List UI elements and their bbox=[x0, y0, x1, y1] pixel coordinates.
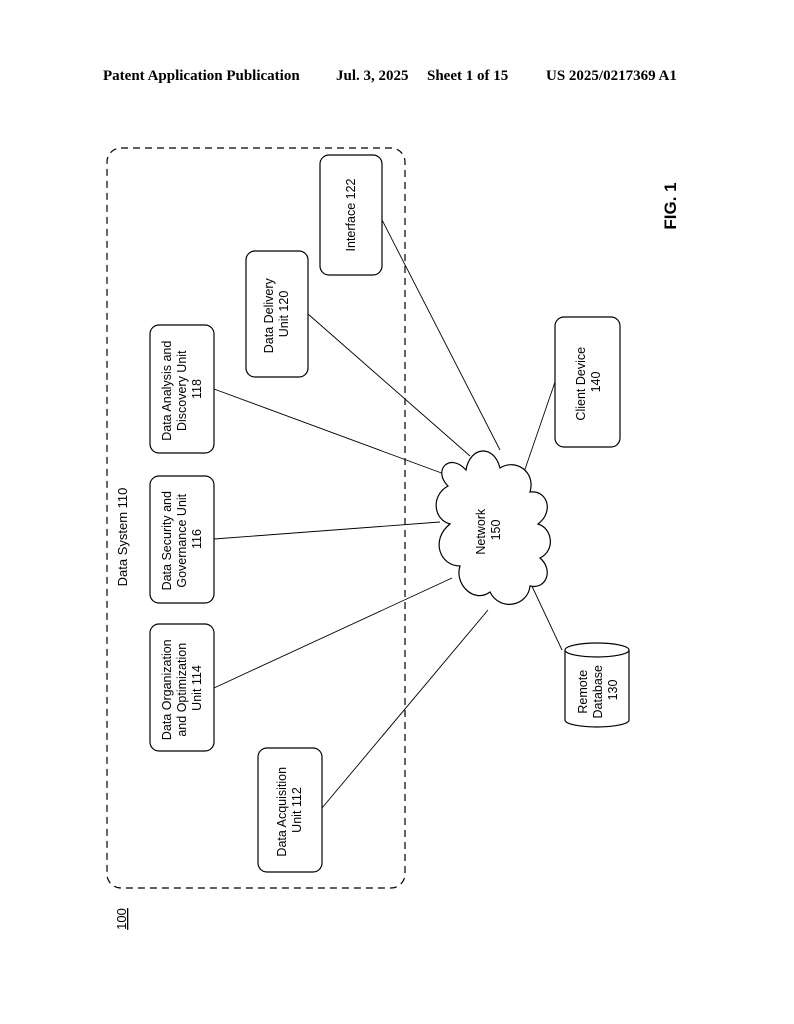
unit-organization-line-3: Unit 114 bbox=[190, 665, 204, 711]
database-line-2: Database bbox=[591, 665, 605, 719]
unit-security-line-2: Governance Unit bbox=[175, 493, 189, 587]
unit-delivery-line-1: Data Delivery bbox=[262, 277, 276, 353]
unit-organization-line-1: Data Organization bbox=[160, 639, 174, 740]
unit-organization: Data Organization and Optimization Unit … bbox=[149, 623, 215, 752]
unit-analysis: Data Analysis and Discovery Unit 118 bbox=[149, 324, 215, 454]
svg-text:Data Analysis and Discov: Data Analysis and Discovery Unit 118 bbox=[160, 337, 204, 441]
unit-security: Data Security and Governance Unit 116 bbox=[149, 475, 215, 604]
svg-text:Interface 122: Interface 122 bbox=[344, 178, 358, 251]
database-line-3: 130 bbox=[606, 680, 620, 701]
patent-header: Patent Application Publication Jul. 3, 2… bbox=[0, 68, 794, 88]
network-cloud: Network 150 bbox=[435, 450, 551, 605]
connector-delivery bbox=[307, 313, 471, 457]
svg-text:Network 150: Network 150 bbox=[474, 505, 503, 554]
svg-text:Data Organization and Op: Data Organization and Optimization Unit … bbox=[160, 636, 204, 740]
database-line-1: Remote bbox=[576, 670, 590, 714]
svg-text:Remote Database 13: Remote Database 130 bbox=[576, 662, 620, 719]
client-line-2: 140 bbox=[589, 372, 603, 393]
client-device: Client Device 140 bbox=[554, 316, 621, 448]
connector-database bbox=[529, 581, 563, 651]
connector-interface bbox=[379, 215, 501, 451]
network-line-1: Network bbox=[474, 508, 488, 555]
connector-organization bbox=[213, 577, 453, 689]
unit-acquisition-line-2: Unit 112 bbox=[290, 787, 304, 833]
data-system-title: Data System 110 bbox=[115, 488, 130, 587]
network-line-2: 150 bbox=[489, 520, 503, 541]
connector-analysis bbox=[213, 388, 456, 479]
figure-label: FIG. 1 bbox=[661, 182, 680, 229]
svg-text:Data Delivery Unit 120: Data Delivery Unit 120 bbox=[262, 275, 291, 354]
publication-label: Patent Application Publication bbox=[103, 68, 300, 84]
publication-date: Jul. 3, 2025 bbox=[336, 68, 409, 84]
unit-delivery: Data Delivery Unit 120 bbox=[245, 250, 309, 378]
connector-acquisition bbox=[321, 609, 489, 809]
svg-text:Data Security and Govern: Data Security and Governance Unit 116 bbox=[160, 488, 204, 591]
unit-acquisition-line-1: Data Acquisition bbox=[275, 767, 289, 857]
unit-security-line-1: Data Security and bbox=[160, 491, 174, 590]
unit-analysis-line-2: Discovery Unit bbox=[175, 350, 189, 431]
unit-analysis-line-1: Data Analysis and bbox=[160, 341, 174, 441]
unit-interface-line-1: Interface 122 bbox=[344, 178, 358, 251]
svg-text:Data Acquisition Unit 11: Data Acquisition Unit 112 bbox=[275, 763, 304, 856]
connectors bbox=[213, 215, 563, 809]
figure-ref-number: 100 bbox=[114, 908, 129, 930]
patent-number: US 2025/0217369 A1 bbox=[546, 68, 677, 84]
unit-analysis-line-3: 118 bbox=[190, 379, 204, 399]
svg-text:Client Device 140: Client Device 140 bbox=[574, 343, 603, 420]
client-line-1: Client Device bbox=[574, 347, 588, 421]
connector-security bbox=[213, 521, 441, 540]
remote-database: Remote Database 130 bbox=[564, 642, 630, 728]
unit-interface: Interface 122 bbox=[319, 154, 383, 276]
unit-security-line-3: 116 bbox=[190, 529, 204, 549]
unit-delivery-line-2: Unit 120 bbox=[277, 291, 291, 338]
sheet-number: Sheet 1 of 15 bbox=[427, 68, 509, 84]
unit-organization-line-2: and Optimization bbox=[175, 643, 189, 737]
data-system-boundary bbox=[106, 147, 406, 889]
unit-acquisition: Data Acquisition Unit 112 bbox=[257, 747, 323, 873]
connector-client bbox=[521, 381, 556, 479]
